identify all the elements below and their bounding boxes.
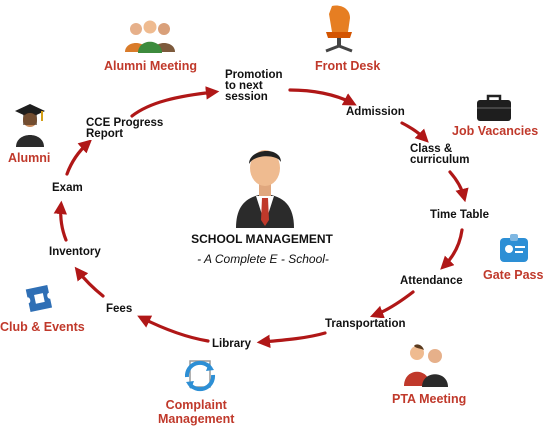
- arrow-attendance-to-transportation: [369, 290, 415, 319]
- module-alumni: Alumni: [8, 151, 51, 165]
- module-front-desk: Front Desk: [315, 59, 381, 73]
- stage-promotion: Promotion to next session: [223, 69, 285, 103]
- id-badge-icon: [500, 234, 528, 262]
- people-group-icon: [125, 20, 175, 53]
- stage-fees: Fees: [104, 303, 135, 315]
- module-alumni-meeting: Alumni Meeting: [104, 59, 198, 73]
- stage-exam: Exam: [50, 182, 85, 194]
- briefcase-icon: [477, 94, 511, 121]
- arrow-promotion-to-admission: [288, 88, 357, 106]
- module-club-events: Club & Events: [0, 320, 85, 334]
- arrow-library-to-fees: [137, 315, 210, 343]
- module-pta-meeting: PTA Meeting: [392, 392, 467, 406]
- arrow-cce-to-promotion: [130, 86, 220, 118]
- arrow-inventory-to-exam: [53, 200, 68, 242]
- ticket-icon: [25, 284, 53, 313]
- stage-time-table: Time Table: [428, 209, 492, 221]
- stage-transportation: Transportation: [323, 318, 408, 330]
- stage-cce-progress-report: CCE Progress Report: [84, 117, 166, 140]
- arrow-class-to-timetable: [448, 170, 469, 203]
- arrow-admission-to-class: [400, 121, 429, 143]
- arrow-timetable-to-attendance: [440, 228, 464, 270]
- module-gate-pass: Gate Pass: [483, 268, 543, 282]
- graduate-icon: [15, 104, 45, 147]
- stage-library: Library: [210, 338, 253, 350]
- office-chair-icon: [325, 5, 353, 53]
- arrow-transportation-to-library: [256, 331, 327, 349]
- stage-attendance: Attendance: [398, 275, 465, 287]
- arrow-fees-to-inventory: [74, 266, 105, 298]
- businessman-icon: [236, 150, 294, 228]
- arrow-exam-to-cce: [65, 139, 92, 176]
- stage-class-curriculum: Class & curriculum: [408, 143, 472, 166]
- diagram-subtitle: - A Complete E - School-: [197, 252, 329, 266]
- meeting-people-icon: [404, 344, 448, 387]
- stage-admission: Admission: [344, 106, 407, 118]
- stage-inventory: Inventory: [47, 246, 103, 258]
- document-refresh-icon: [184, 360, 216, 392]
- module-job-vacancies: Job Vacancies: [452, 124, 539, 138]
- module-complaint-management: Complaint Management: [158, 398, 235, 426]
- diagram-title: SCHOOL MANAGEMENT: [191, 232, 333, 246]
